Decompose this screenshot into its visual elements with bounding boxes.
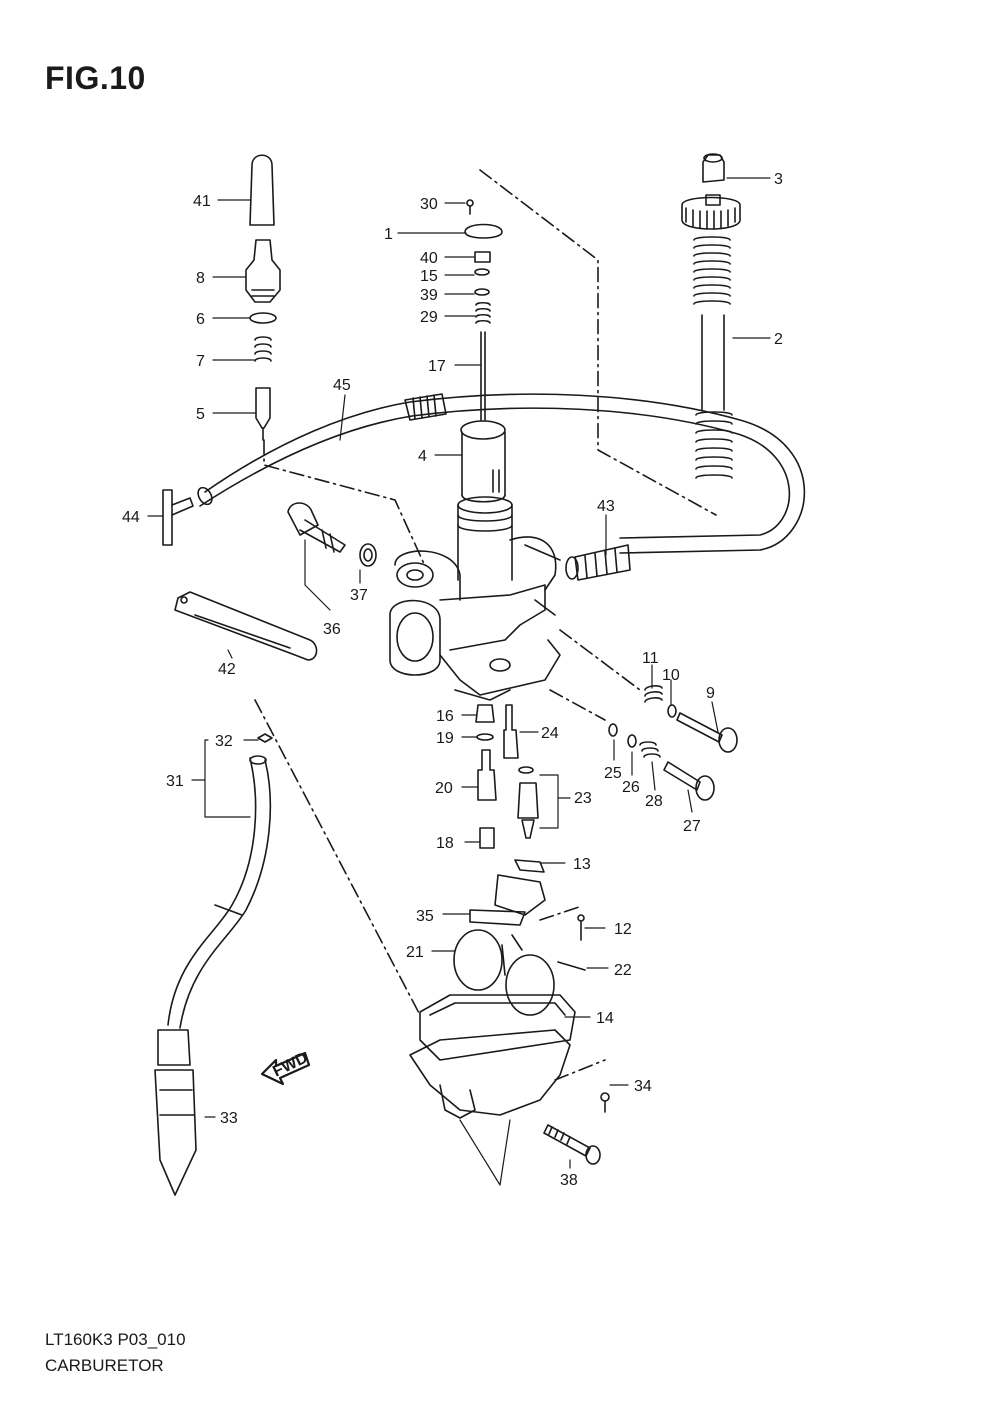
callout-41: 41 (193, 193, 211, 210)
callout-15: 15 (420, 268, 438, 285)
callout-18: 18 (436, 835, 454, 852)
fuel-inlet-parts (245, 154, 281, 441)
callout-19: 19 (436, 730, 454, 747)
callout-14: 14 (596, 1010, 614, 1027)
callout-labels: 3 2 41 8 6 7 5 30 1 40 15 39 29 17 4 45 … (122, 171, 783, 1189)
callout-34: 34 (634, 1078, 652, 1095)
callout-28: 28 (645, 793, 663, 810)
adjusting-screws (608, 685, 738, 801)
throttle-cable (197, 393, 806, 554)
leader-lines (147, 177, 771, 1186)
callout-3: 3 (774, 171, 783, 188)
cable-adjuster (565, 544, 631, 581)
figure-title: FIG.10 (45, 60, 146, 96)
callout-1: 1 (384, 226, 393, 243)
callout-4: 4 (418, 448, 427, 465)
t-joint (162, 489, 194, 546)
callout-35: 35 (416, 908, 434, 925)
diagram-name: CARBURETOR (45, 1356, 164, 1375)
callout-44: 44 (122, 509, 140, 526)
callout-45: 45 (333, 377, 351, 394)
callout-43: 43 (597, 498, 615, 515)
cable-cap-and-spring (681, 153, 741, 479)
callout-6: 6 (196, 311, 205, 328)
assembly-lines (254, 169, 717, 1081)
float-chamber (409, 874, 610, 1119)
callout-13: 13 (573, 856, 591, 873)
callout-29: 29 (420, 309, 438, 326)
needle-assembly-parts (464, 199, 503, 421)
callout-24: 24 (541, 725, 559, 742)
drain-screw (543, 1124, 601, 1165)
callout-33: 33 (220, 1110, 238, 1127)
callout-30: 30 (420, 196, 438, 213)
callout-8: 8 (196, 270, 205, 287)
callout-16: 16 (436, 708, 454, 725)
fwd-label: FWD (270, 1049, 310, 1080)
callout-25: 25 (604, 765, 622, 782)
callout-27: 27 (683, 818, 701, 835)
callout-40: 40 (420, 250, 438, 267)
throttle-valve (460, 420, 506, 503)
callout-39: 39 (420, 287, 438, 304)
fwd-arrow: FWD (260, 1049, 311, 1086)
cable-bracket (174, 591, 318, 661)
callout-12: 12 (614, 921, 632, 938)
callout-31: 31 (166, 773, 184, 790)
carburetor-body (389, 496, 561, 701)
callout-42: 42 (218, 661, 236, 678)
callout-26: 26 (622, 779, 640, 796)
diagram-code: LT160K3 P03_010 (45, 1330, 186, 1349)
overflow-hose (154, 733, 273, 1196)
callout-5: 5 (196, 406, 205, 423)
callout-32: 32 (215, 733, 233, 750)
callout-36: 36 (323, 621, 341, 638)
callout-37: 37 (350, 587, 368, 604)
callout-22: 22 (614, 962, 632, 979)
callout-38: 38 (560, 1172, 578, 1189)
callout-17: 17 (428, 358, 446, 375)
callout-23: 23 (574, 790, 592, 807)
callout-20: 20 (435, 780, 453, 797)
callout-21: 21 (406, 944, 424, 961)
callout-10: 10 (662, 667, 680, 684)
callout-2: 2 (774, 331, 783, 348)
callout-9: 9 (706, 685, 715, 702)
jets (475, 704, 545, 873)
callout-11: 11 (642, 650, 659, 667)
callout-7: 7 (196, 353, 205, 370)
choke-plunger (287, 502, 377, 567)
